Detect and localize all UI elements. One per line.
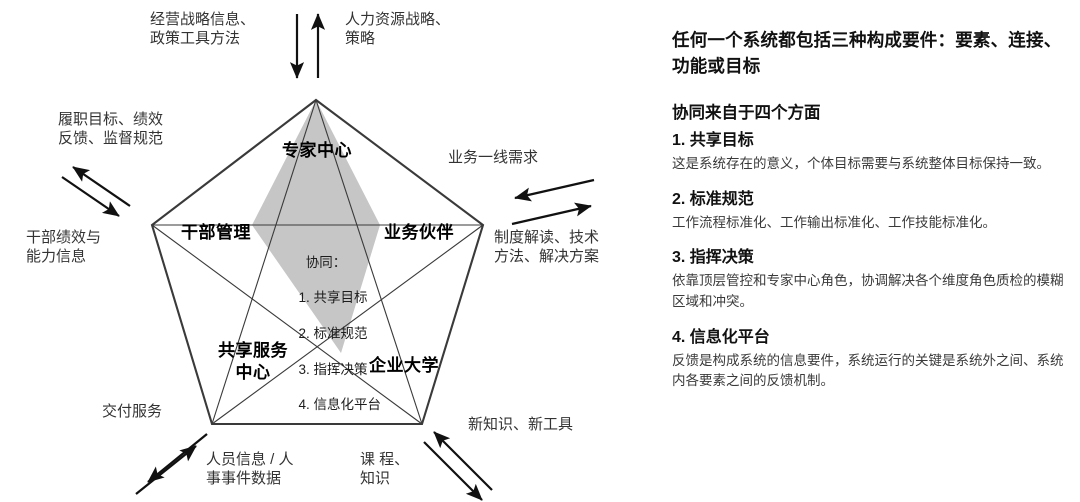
- arrow-left-right-side: [514, 178, 595, 202]
- panel-lead-statement: 任何一个系统都包括三种构成要件：要素、连接、功能或目标: [672, 30, 1062, 76]
- node-label-shared-service-center: 共享服务 中心: [218, 341, 288, 382]
- panel-item-3-body: 依靠顶层管控和专家中心角色，协调解决各个维度角色质检的模糊区域和冲突。: [672, 273, 1064, 309]
- arrow-downright-bottom-right: [423, 441, 483, 501]
- flow-label-top-left: 经营战略信息、 政策工具方法: [150, 11, 256, 48]
- pentagon-diagram-svg: [61, 13, 595, 501]
- arrow-right-right-side: [511, 202, 592, 226]
- center-note-item-1: 1. 共享目标: [298, 290, 368, 306]
- panel-item-1-title: 1. 共享目标: [672, 131, 754, 149]
- flow-label-left: 干部绩效与 能力信息: [26, 229, 102, 266]
- panel-item-2-body: 工作流程标准化、工作输出标准化、工作技能标准化。: [672, 214, 996, 230]
- flow-label-lower-right: 新知识、新工具: [468, 416, 574, 433]
- center-note-item-3: 3. 指挥决策: [298, 361, 368, 377]
- pentagon-diagram: 专家中心 干部管理 业务伙伴 共享服务 中心 企业大学 协同： 1. 共享目标 …: [26, 11, 600, 501]
- center-note-item-4: 4. 信息化平台: [298, 397, 382, 413]
- panel-item-4: 4. 信息化平台 反馈是构成系统的信息要件，系统运行的关键是系统外之间、系统内各…: [672, 326, 1072, 392]
- panel-item-3: 3. 指挥决策 依靠顶层管控和专家中心角色，协调解决各个维度角色质检的模糊区域和…: [672, 246, 1072, 312]
- panel-item-1: 1. 共享目标 这是系统存在的意义，个体目标需要与系统整体目标保持一致。: [672, 129, 1072, 175]
- panel-item-2-title: 2. 标准规范: [672, 190, 754, 208]
- flow-arrows: [61, 13, 595, 501]
- flow-label-upper-right: 业务一线需求: [448, 149, 539, 166]
- center-note-title: 协同：: [305, 254, 347, 270]
- flow-label-lower-left: 交付服务: [102, 403, 163, 420]
- panel-section-heading: 协同来自于四个方面: [672, 103, 821, 122]
- node-label-business-partner: 业务伙伴: [384, 223, 454, 242]
- center-collaboration-note: 协同： 1. 共享目标 2. 标准规范 3. 指挥决策 4. 信息化平台: [276, 218, 386, 432]
- flow-label-bottom-right: 课 程、 知识: [360, 451, 410, 488]
- flow-label-bottom-left: 人员信息 / 人 事事件数据: [206, 451, 294, 488]
- node-label-cadre-management: 干部管理: [181, 223, 251, 242]
- arrow-upright-bottom: [135, 445, 197, 495]
- pentagon-outline: [150, 98, 485, 426]
- node-label-expert-center: 专家中心: [282, 141, 352, 160]
- panel-item-2: 2. 标准规范 工作流程标准化、工作输出标准化、工作技能标准化。: [672, 188, 1072, 234]
- panel-item-1-body: 这是系统存在的意义，个体目标需要与系统整体目标保持一致。: [672, 156, 1050, 172]
- arrow-upleft-bottom-right: [433, 431, 493, 491]
- arrow-down-left: [61, 176, 120, 217]
- panel-item-3-title: 3. 指挥决策: [672, 249, 754, 267]
- flow-label-upper-left: 履职目标、绩效 反馈、监督规范: [58, 111, 164, 148]
- pentagon-diagonals: [151, 99, 484, 425]
- panel-item-4-body: 反馈是构成系统的信息要件，系统运行的关键是系统外之间、系统内各要素之间的反馈机制…: [672, 352, 1064, 389]
- center-collaboration-region: [252, 100, 380, 353]
- explanation-panel: 任何一个系统都包括三种构成要件：要素、连接、功能或目标 协同来自于四个方面 1.…: [672, 0, 1072, 502]
- flow-label-right: 制度解读、技术 方法、解决方案: [494, 229, 600, 266]
- arrow-up-left: [72, 166, 131, 207]
- center-note-item-2: 2. 标准规范: [298, 325, 368, 341]
- node-label-corporate-university: 企业大学: [369, 356, 439, 375]
- arrow-downleft-bottom: [147, 433, 208, 483]
- flow-label-top-right: 人力资源战略、 策略: [345, 11, 451, 48]
- panel-item-4-title: 4. 信息化平台: [672, 328, 770, 346]
